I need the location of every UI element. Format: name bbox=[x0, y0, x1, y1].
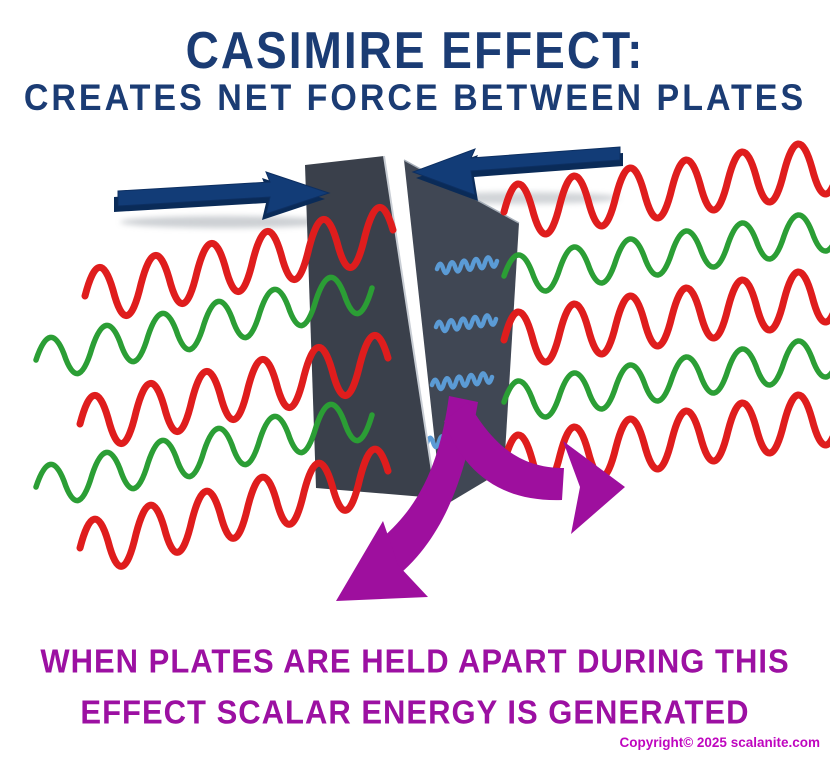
vacuum-wave-3 bbox=[429, 371, 495, 392]
scalar-arrow-down-left-head bbox=[336, 521, 428, 601]
force-arrow-right-face bbox=[411, 146, 621, 196]
right-wave-red-5 bbox=[500, 391, 830, 489]
page-title: CASIMIRE EFFECT: bbox=[185, 21, 645, 80]
vacuum-wave-1 bbox=[434, 255, 500, 276]
force-arrow-left-face bbox=[117, 171, 331, 215]
left-wave-red-5 bbox=[76, 445, 392, 570]
scalar-arrow-right-band bbox=[444, 402, 564, 501]
left-wave-green-2 bbox=[33, 274, 375, 377]
page-subtitle: CREATES NET FORCE BETWEEN PLATES bbox=[23, 77, 807, 119]
left-wave-green-4 bbox=[33, 401, 375, 504]
scalar-arrow-right-icon bbox=[444, 402, 625, 534]
right-wave-green-2 bbox=[501, 212, 830, 294]
copyright-notice: Copyright© 2025 scalanite.com bbox=[619, 735, 820, 750]
force-arrow-left-icon bbox=[114, 171, 331, 220]
force-arrow-right-icon bbox=[411, 146, 623, 201]
right-wave-red-3 bbox=[500, 268, 830, 366]
vacuum-wave-2 bbox=[433, 313, 499, 334]
caption-text: WHEN PLATES ARE HELD APART DURING THIS E… bbox=[0, 636, 830, 738]
left-wave-red-3 bbox=[76, 331, 392, 447]
plate-rear bbox=[404, 160, 519, 507]
left-wave-red-1 bbox=[81, 203, 397, 319]
scalar-arrow-down-left-icon bbox=[336, 396, 478, 601]
plate-front-right-edge bbox=[383, 155, 437, 499]
left-arrow-shadow bbox=[120, 216, 330, 228]
scalar-arrow-down-left-band bbox=[368, 396, 478, 582]
right-wave-red-1 bbox=[500, 140, 830, 238]
caption-line-2: EFFECT SCALAR ENERGY IS GENERATED bbox=[80, 693, 750, 732]
scalar-arrow-right-head bbox=[563, 441, 625, 534]
right-wave-green-4 bbox=[501, 338, 830, 420]
caption-line-1: WHEN PLATES ARE HELD APART DURING THIS bbox=[40, 642, 790, 681]
